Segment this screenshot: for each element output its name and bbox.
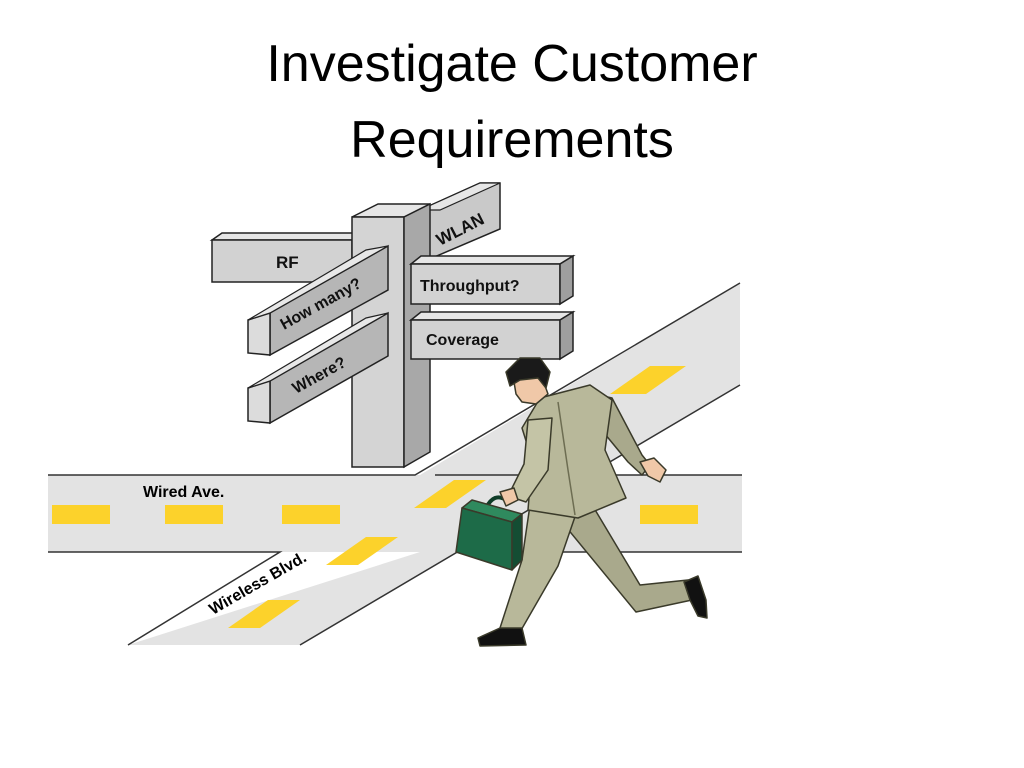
back-hand xyxy=(639,457,667,483)
sign-where: Where? xyxy=(247,311,389,425)
front-arm xyxy=(507,417,553,503)
lane-marking xyxy=(165,505,223,524)
sign-throughput-label: Throughput? xyxy=(420,278,520,295)
wireless-blvd-lane-markings xyxy=(228,366,686,628)
lane-marking xyxy=(610,366,686,394)
wired-ave-label: Wired Ave. xyxy=(143,484,224,501)
businessman-figure xyxy=(455,357,708,647)
lane-marking xyxy=(228,600,300,628)
back-shoe xyxy=(683,575,708,619)
sign-coverage: Coverage xyxy=(408,310,576,361)
lane-marking xyxy=(282,505,340,524)
wired-ave-lane-markings xyxy=(52,505,698,524)
slide-title: Investigate Customer Requirements xyxy=(0,26,1024,178)
sign-rf-label: RF xyxy=(276,253,299,272)
sign-throughput: Throughput? xyxy=(408,254,576,306)
signpost: RF WLAN How many? xyxy=(209,182,576,469)
lane-marking xyxy=(326,537,398,565)
briefcase xyxy=(455,499,523,571)
jacket-seam xyxy=(557,401,576,516)
front-shoe xyxy=(477,627,527,647)
title-line-2: Requirements xyxy=(350,111,674,169)
title-line-1: Investigate Customer xyxy=(266,35,758,93)
lane-marking xyxy=(52,505,110,524)
lane-marking xyxy=(640,505,698,524)
sign-wlan: WLAN xyxy=(419,182,501,259)
sign-coverage-label: Coverage xyxy=(426,332,499,349)
lane-marking xyxy=(414,480,486,508)
front-hand xyxy=(499,487,519,507)
hair xyxy=(505,357,551,389)
